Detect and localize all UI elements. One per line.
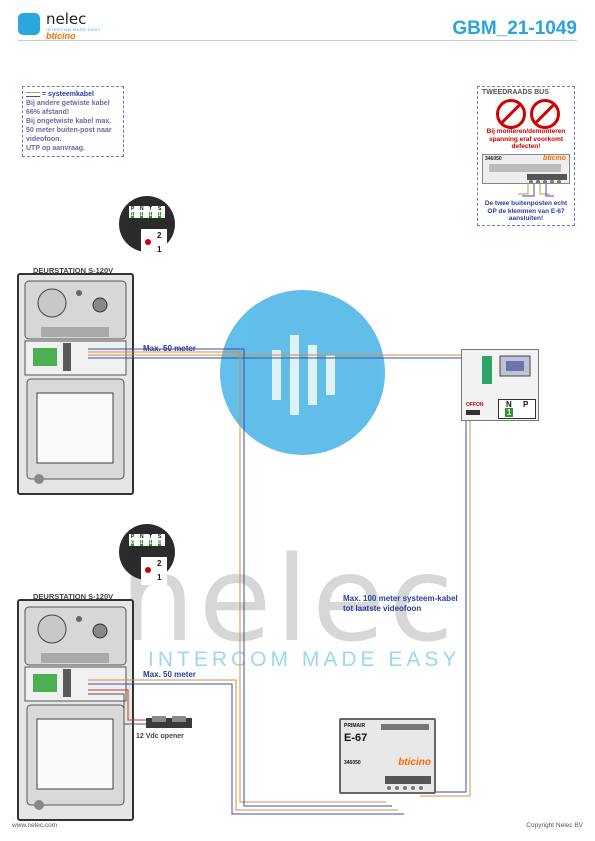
door2-drawing bbox=[24, 606, 127, 810]
e67-primary-label: PRIMAIR bbox=[344, 723, 366, 729]
footer-copyright: Copyright Nelec BV bbox=[526, 822, 583, 829]
monitor-np-value: 1 bbox=[505, 408, 514, 417]
door2-dip-label-n: N bbox=[140, 534, 144, 540]
door2-jumper-label-1: 1 bbox=[157, 573, 162, 582]
door1-jumper-dot bbox=[145, 239, 151, 245]
door2-dip-value-n: 1 bbox=[140, 540, 143, 546]
mini-module-wires bbox=[518, 184, 554, 197]
monitor-np-label-p: P bbox=[523, 400, 529, 409]
door1-dip-label-t: T bbox=[149, 206, 153, 212]
document-code: GBM_21-1049 bbox=[452, 18, 577, 39]
door2-jumper-label-2: 2 bbox=[157, 559, 162, 568]
long-cable-label: Max. 100 meter systeem-kabel tot laatste… bbox=[343, 594, 458, 613]
door2-dip-value-p: 0 bbox=[131, 540, 134, 546]
door1-dip-label-p: P bbox=[131, 206, 135, 212]
monitor-drawing bbox=[466, 355, 531, 415]
note-line-1: Bij andere getwiste kabel 66% afstand! bbox=[26, 100, 110, 116]
door1-jumper-label-1: 1 bbox=[157, 245, 162, 254]
door2-dip-label-s: S bbox=[158, 534, 162, 540]
nelec-logo-icon bbox=[18, 13, 40, 35]
door1-drawing bbox=[24, 280, 127, 484]
logo-partner: bticino bbox=[46, 31, 76, 41]
footer-website[interactable]: www.nelec.com bbox=[12, 822, 58, 829]
two-wire-info: De twee buitenposten echt OP de klemmen … bbox=[484, 200, 568, 222]
e67-brand: bticino bbox=[398, 757, 431, 768]
watermark-word: nelec bbox=[120, 530, 458, 668]
video-monitor: OFF ON N P 1 bbox=[461, 349, 539, 421]
no-plug-icon bbox=[496, 99, 526, 129]
cable-legend-icon bbox=[26, 91, 40, 97]
no-voltage-icon bbox=[530, 99, 560, 129]
header-divider bbox=[18, 40, 577, 41]
door2-dip-value-t: 1 bbox=[149, 540, 152, 546]
logo-tagline: INTERCOM MADE EASY bbox=[46, 27, 101, 32]
door2-cable-length: Max. 50 meter bbox=[143, 670, 196, 679]
two-wire-bus-box: TWEEDRAADS BUS Bij monteren/demonteren s… bbox=[477, 86, 575, 226]
door2-dip-panel: P N T S 0 1 1 0 bbox=[129, 534, 165, 546]
door-opener-icon bbox=[146, 716, 192, 730]
logo-name: nelec bbox=[46, 10, 87, 28]
watermark-tagline: INTERCOM MADE EASY bbox=[148, 648, 461, 671]
door2-dip-label-p: P bbox=[131, 534, 135, 540]
door2-dip-value-s: 0 bbox=[158, 540, 161, 546]
door1-dip-panel: P N T S 1 1 1 1 bbox=[129, 206, 165, 218]
door2-jumper-dot bbox=[145, 567, 151, 573]
mini-module: 346050 bticino bbox=[482, 154, 570, 184]
door2-jumper: 2 1 bbox=[141, 557, 167, 585]
door1-dip-value-t: 1 bbox=[149, 212, 152, 218]
monitor-np-switch: N P 1 bbox=[498, 399, 536, 419]
monitor-off-label: OFF bbox=[466, 402, 476, 408]
mini-module-brand: bticino bbox=[543, 155, 566, 162]
door2-title: DEURSTATION S-120V bbox=[33, 592, 114, 601]
e67-code: 346050 bbox=[344, 760, 361, 766]
watermark-logo-circle bbox=[220, 290, 385, 455]
door1-jumper-label-2: 2 bbox=[157, 231, 162, 240]
door1-jumper: 2 1 bbox=[141, 229, 167, 257]
door-station-1 bbox=[17, 273, 134, 495]
door1-cable-length: Max. 50 meter bbox=[143, 344, 196, 353]
door-station-2 bbox=[17, 599, 134, 821]
cable-note: = systeemkabel Bij andere getwiste kabel… bbox=[22, 86, 124, 157]
mini-module-terminals bbox=[489, 164, 567, 183]
note-line-3: UTP op aanvraag. bbox=[26, 145, 86, 152]
opener-label: 12 Vdc opener bbox=[136, 733, 184, 740]
e67-terminals bbox=[381, 724, 431, 790]
power-supply-e67: PRIMAIR E-67 346050 bticino bbox=[339, 718, 436, 794]
door1-dip-value-n: 1 bbox=[140, 212, 143, 218]
door1-title: DEURSTATION S-120V bbox=[33, 266, 114, 275]
e67-model: E-67 bbox=[344, 732, 368, 744]
two-wire-warning: Bij monteren/demonteren spanning eraf vo… bbox=[486, 128, 566, 150]
door1-dip-value-s: 1 bbox=[158, 212, 161, 218]
two-wire-title: TWEEDRAADS BUS bbox=[482, 89, 549, 96]
door2-dip-label-t: T bbox=[149, 534, 153, 540]
door1-dip-label-n: N bbox=[140, 206, 144, 212]
door1-dip-label-s: S bbox=[158, 206, 162, 212]
watermark-bars-icon bbox=[272, 335, 335, 415]
monitor-np-label-n: N bbox=[506, 400, 512, 409]
monitor-on-label: ON bbox=[476, 402, 484, 408]
cable-legend: = systeemkabel bbox=[26, 90, 120, 99]
note-line-2: Bij ongetwiste kabel max. 50 meter buite… bbox=[26, 118, 112, 143]
door1-dip-value-p: 1 bbox=[131, 212, 134, 218]
mini-module-code: 346050 bbox=[485, 156, 502, 162]
